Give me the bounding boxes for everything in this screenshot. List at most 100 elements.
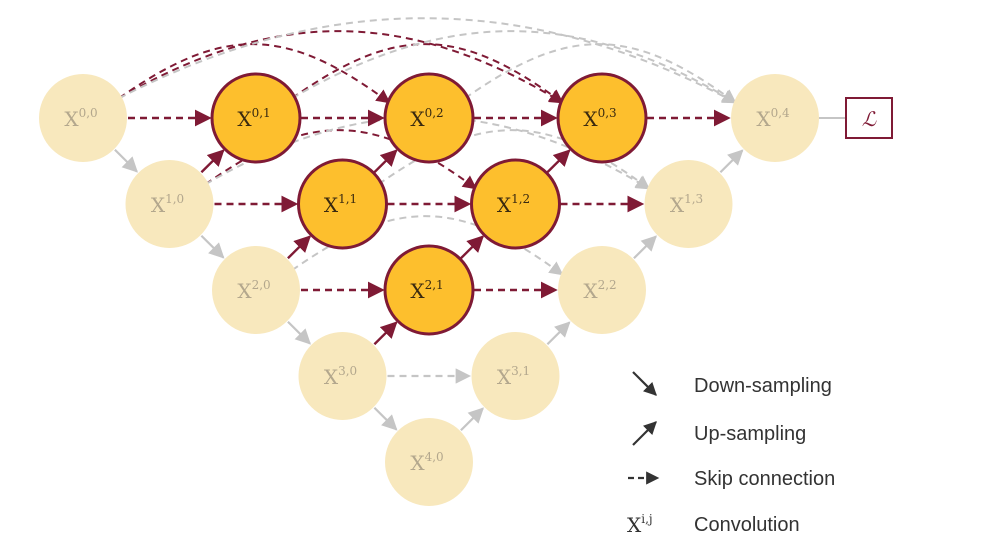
node-circle — [210, 72, 302, 164]
node-x21: X2,1 — [383, 244, 475, 336]
node-circle — [297, 158, 388, 250]
node-label-superscript: 1,0 — [165, 192, 184, 206]
node-x12: X1,2 — [470, 158, 561, 250]
node-circle — [556, 72, 648, 164]
legend-item-convolution: Xi,j Convolution — [627, 512, 800, 537]
node-label: X3,1 — [497, 364, 530, 389]
node-x02: X0,2 — [383, 72, 475, 164]
node-label-base: X — [497, 193, 512, 217]
node-label: X1,1 — [324, 192, 357, 217]
node-circle — [471, 332, 560, 420]
node-label-base: X — [64, 107, 79, 131]
node-label-superscript: 3,0 — [338, 364, 357, 378]
node-label-superscript: 4,0 — [425, 450, 444, 464]
node-label: X0,3 — [583, 106, 616, 131]
legend-label-up-sampling: Up-sampling — [694, 423, 806, 445]
node-x31: X3,1 — [471, 332, 560, 420]
node-x13: X1,3 — [644, 160, 733, 248]
node-circle — [383, 244, 475, 336]
node-label-base: X — [756, 107, 771, 131]
edge-dense-x11-x13 — [378, 129, 651, 190]
node-label-base: X — [324, 193, 339, 217]
node-circle — [644, 160, 733, 248]
node-x01: X0,1 — [210, 72, 302, 164]
edge-up-x21-x12 — [460, 235, 485, 260]
node-x40: X4,0 — [385, 418, 473, 506]
node-x04: X0,4 — [731, 74, 819, 162]
node-label-base: X — [410, 279, 425, 303]
edge-down-x00-x10 — [114, 148, 138, 173]
loss-box: ℒ — [845, 97, 893, 139]
edge-up-x13-x04 — [719, 149, 744, 174]
edge-up-x10-x01 — [200, 149, 225, 174]
legend-item-skip-connection: Skip connection — [628, 468, 835, 490]
node-label-base: X — [237, 107, 252, 131]
node-label: X2,1 — [410, 278, 443, 303]
node-label: X0,0 — [64, 106, 97, 131]
node-circle — [298, 332, 387, 420]
loss-symbol: ℒ — [862, 107, 877, 131]
node-label-base: X — [670, 193, 685, 217]
edge-dense-x10-x12 — [205, 129, 478, 190]
legend: Down-sampling Up-sampling Skip connectio… — [627, 371, 835, 537]
node-label-superscript: 0,4 — [771, 106, 790, 120]
node-label-superscript: 0,0 — [79, 106, 98, 120]
edge-dense-x20-x22 — [291, 215, 564, 276]
node-label-base: X — [324, 365, 339, 389]
node-label: X2,2 — [583, 278, 616, 303]
edge-dense-x00-x03 — [118, 30, 564, 104]
node-label-base: X — [583, 107, 598, 131]
legend-label-convolution: Convolution — [694, 514, 800, 536]
node-symbol: Xi,j — [627, 512, 653, 537]
node-label-base: X — [410, 107, 425, 131]
node-label-superscript: 2,1 — [425, 278, 444, 292]
node-label-superscript: 3,1 — [511, 364, 530, 378]
node-label: X1,3 — [670, 192, 703, 217]
node-symbol-superscript: i,j — [641, 512, 652, 526]
legend-item-up-sampling: Up-sampling — [632, 421, 806, 446]
node-x00: X0,0 — [39, 74, 127, 162]
node-label-base: X — [410, 451, 425, 475]
node-label: X1,0 — [151, 192, 184, 217]
edge-layer — [114, 109, 846, 432]
up-arrow-icon — [632, 421, 657, 446]
node-circle — [470, 158, 561, 250]
node-circle — [125, 160, 214, 248]
edge-up-x11-x02 — [373, 149, 398, 174]
node-label-superscript: 1,2 — [511, 192, 530, 206]
node-circle — [383, 72, 475, 164]
edge-up-x30-x21 — [373, 321, 398, 346]
legend-label-down-sampling: Down-sampling — [694, 375, 832, 397]
legend-item-down-sampling: Down-sampling — [632, 371, 832, 397]
legend-label-skip-connection: Skip connection — [694, 468, 835, 490]
node-label-base: X — [583, 279, 598, 303]
node-label-superscript: 0,2 — [425, 106, 444, 120]
node-x03: X0,3 — [556, 72, 648, 164]
node-label: X4,0 — [410, 450, 443, 475]
node-x10: X1,0 — [125, 160, 214, 248]
node-circle — [212, 246, 300, 334]
node-label: X0,1 — [237, 106, 270, 131]
edge-up-x31-x22 — [546, 321, 571, 346]
edge-down-x20-x30 — [287, 320, 311, 345]
edge-dense-x01-x03 — [291, 43, 564, 104]
node-circle — [39, 74, 127, 162]
node-x30: X3,0 — [298, 332, 387, 420]
edge-up-x12-x03 — [546, 149, 571, 174]
node-symbol-base: X — [627, 513, 642, 537]
node-label-base: X — [237, 279, 252, 303]
node-label-superscript: 0,1 — [252, 106, 271, 120]
node-x22: X2,2 — [558, 246, 646, 334]
edge-down-x30-x40 — [373, 406, 398, 431]
node-label-superscript: 2,2 — [598, 278, 617, 292]
node-x20: X2,0 — [212, 246, 300, 334]
node-label: X2,0 — [237, 278, 270, 303]
edge-down-x10-x20 — [200, 234, 225, 259]
edge-up-x40-x31 — [460, 407, 484, 432]
node-layer: X0,0X1,0X2,0X3,0X4,0X0,1X1,1X2,1X3,1X0,2… — [39, 72, 819, 506]
node-label: X0,4 — [756, 106, 790, 131]
node-circle — [558, 246, 646, 334]
node-label: X1,2 — [497, 192, 530, 217]
node-x11: X1,1 — [297, 158, 388, 250]
